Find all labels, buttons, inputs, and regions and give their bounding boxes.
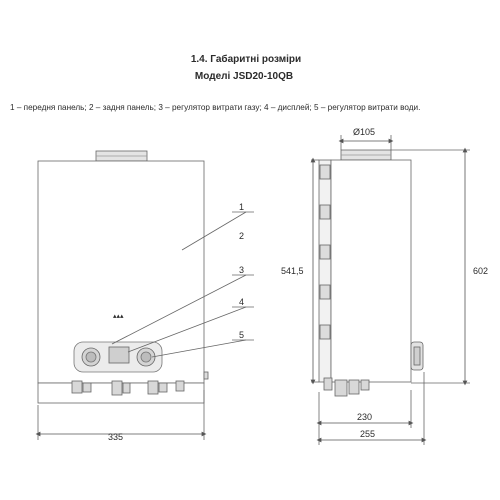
side-view: [310, 135, 470, 445]
display-window: [108, 346, 130, 364]
body-depth-label: 230: [357, 412, 372, 422]
section-title: 1.4. Габаритні розміри: [190, 54, 302, 65]
back-rail: [318, 159, 332, 383]
side-fittings: [323, 377, 370, 397]
callout-2: 2: [239, 231, 244, 241]
inner-height-label: 541,5: [281, 266, 304, 276]
vent-marks: ▴▴▴: [113, 313, 124, 320]
flue-diameter-label: Ø105: [353, 127, 375, 137]
legend-text: 1 – передня панель; 2 – задня панель; 3 …: [10, 103, 421, 112]
front-view: ▴▴▴: [35, 150, 254, 440]
callout-5: 5: [239, 330, 244, 340]
front-width-label: 335: [108, 432, 123, 442]
callout-4: 4: [239, 297, 244, 307]
callout-3: 3: [239, 265, 244, 275]
front-fittings: [71, 380, 185, 396]
side-body: [330, 159, 412, 383]
callout-1: 1: [239, 202, 244, 212]
model-title: Моделі JSD20-10QB: [194, 71, 294, 82]
total-depth-label: 255: [360, 429, 375, 439]
total-height-label: 602: [473, 266, 488, 276]
